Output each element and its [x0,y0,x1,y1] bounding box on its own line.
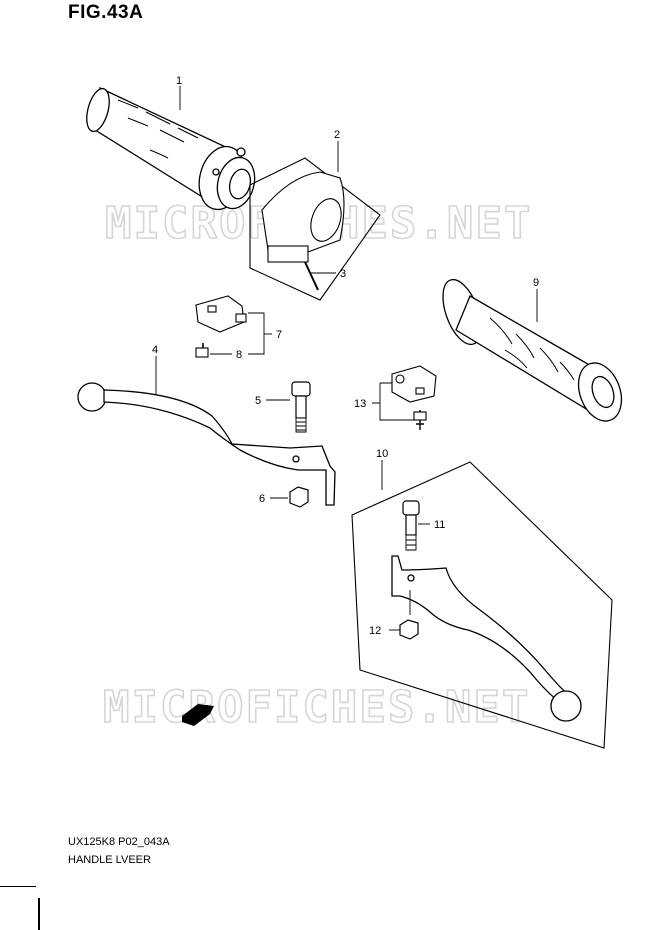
model-code: UX125K8 P02_043A [68,836,170,848]
nut-12 [399,619,419,640]
watermark-bottom: MICROFICHES.NET [103,682,530,733]
callout-2: 2 [334,129,340,141]
callout-11: 11 [434,519,445,531]
callout-9: 9 [533,277,539,289]
margin-line [38,898,40,930]
callout-numbers: 1 2 3 4 5 6 7 8 9 10 11 12 13 [152,75,539,637]
switch-housing-group [249,157,381,301]
brake-lever-right [391,555,582,722]
leader-lines [155,86,538,631]
nut-6 [289,486,309,508]
callout-7: 7 [276,329,282,341]
throttle-grip [86,87,256,211]
pivot-bolt-11 [402,500,420,551]
callout-3: 3 [340,268,346,280]
callout-4: 4 [152,344,158,356]
callout-13: 13 [354,398,366,410]
section-name: HANDLE LVEER [68,854,151,866]
lever-switch-assembly [195,295,247,358]
margin-tick [0,886,36,887]
callout-5: 5 [255,395,261,407]
callout-10: 10 [376,448,388,460]
callout-1: 1 [176,75,182,87]
figure-title: FIG.43A [68,2,144,23]
callout-8: 8 [236,349,242,361]
rear-lever-group [351,461,613,749]
lever-switch-right [391,365,437,430]
callout-12: 12 [369,625,381,637]
pivot-bolt [291,381,311,433]
left-grip [442,278,623,422]
brake-lever-left [77,382,336,506]
callout-6: 6 [259,493,265,505]
